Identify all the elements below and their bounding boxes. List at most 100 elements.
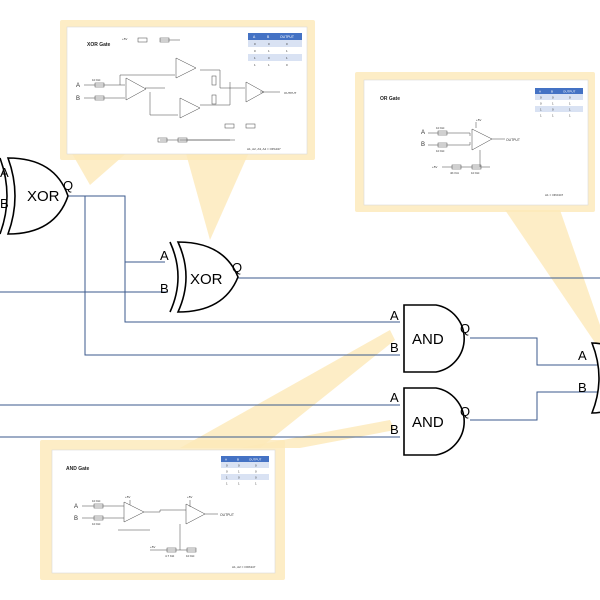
or-resistor-3 xyxy=(451,164,462,170)
wire-xor1-q xyxy=(68,195,165,263)
or-cell: 1 xyxy=(569,114,571,118)
xor-resistor xyxy=(94,82,105,88)
xor-input-b: B xyxy=(76,96,80,102)
xor-resistor xyxy=(177,137,188,143)
xor-table-header-a: A xyxy=(253,35,256,39)
xor-resistor xyxy=(157,137,168,143)
or-cell: 1 xyxy=(552,102,554,106)
xor-gate-2-pin-a: A xyxy=(160,248,169,263)
xor-gate-1: A B XOR Q xyxy=(0,157,73,235)
and-r3-label: 4.7 KΩ xyxy=(165,554,175,558)
or-input-b: B xyxy=(421,142,425,148)
and-gate-1-label: AND xyxy=(412,331,444,348)
and-cell: 1 xyxy=(226,482,228,486)
xor-gate-2: A B XOR Q xyxy=(160,241,242,313)
or-card-footer: A1 = OPA347 xyxy=(545,193,564,197)
and-cell: 0 xyxy=(238,464,240,468)
or-schematic-wires xyxy=(428,122,505,168)
xor-gate-2-body xyxy=(176,241,239,313)
or-cell: 1 xyxy=(540,114,542,118)
xor-gate-2-label: XOR xyxy=(190,271,223,288)
and-truth-table: A B OUTPUT 0 0 0 0 1 0 1 0 0 1 1 1 xyxy=(221,456,269,486)
wire-and2-q xyxy=(470,391,600,421)
or-r3-label: 4K KΩ xyxy=(450,171,460,175)
and-table-header-b: B xyxy=(237,458,239,462)
and-cell: 1 xyxy=(226,476,228,480)
wire-xor1-q-to-and1 xyxy=(84,196,400,356)
xor-resistor xyxy=(211,75,217,86)
xor-resistor xyxy=(94,95,105,101)
xor-cell: 0 xyxy=(268,42,270,46)
and-gate-2-pin-b: B xyxy=(390,422,399,437)
xor-r-label: 10 KΩ xyxy=(92,78,101,82)
or-schematic: A B 10 KΩ 10 KΩ 4K KΩ 10 KΩ +5V +5V OUTP… xyxy=(421,118,520,175)
or-r2-label: 10 KΩ xyxy=(436,149,445,153)
and-table-row-2-bg xyxy=(221,468,269,474)
or-gate-1-pin-b: B xyxy=(578,380,587,395)
and-cell: 0 xyxy=(255,476,257,480)
or-vcc-label: +5V xyxy=(476,118,481,122)
xor-gate-1-pin-q: Q xyxy=(63,178,73,193)
and-cell: 0 xyxy=(255,464,257,468)
xor-resistor xyxy=(245,123,256,129)
and-vcc-label: +5V xyxy=(125,495,130,499)
or-opamp-a1 xyxy=(471,128,493,151)
xor-schematic-wires xyxy=(84,39,280,141)
xor-cell: 0 xyxy=(286,63,288,67)
wires xyxy=(0,195,600,438)
xor-table-header-bg xyxy=(248,33,302,40)
or-gate-1-pin-a: A xyxy=(578,348,587,363)
xor-callout-pointer-2 xyxy=(185,150,250,240)
or-r1-label: 10 KΩ xyxy=(436,126,445,130)
xor-gate-1-pin-a: A xyxy=(0,165,9,180)
or-gate-1-body xyxy=(590,342,600,414)
and-table-header-a: A xyxy=(225,458,227,462)
or-input-a: A xyxy=(421,130,425,136)
or-cell: 0 xyxy=(552,108,554,112)
xor-cell: 1 xyxy=(286,49,288,53)
or-cell: 0 xyxy=(540,102,542,106)
or-table-header-bg xyxy=(535,88,583,94)
and-cell: 1 xyxy=(238,482,240,486)
xor-table-row-2-bg xyxy=(248,47,302,54)
xor-gate-1-body xyxy=(6,157,69,235)
or-table-row-2-bg xyxy=(535,100,583,106)
or-cell: 0 xyxy=(569,96,571,100)
xor-cell: 1 xyxy=(254,56,256,60)
or-table-header-output: OUTPUT xyxy=(563,90,576,94)
or-callout-pointer xyxy=(505,210,600,350)
or-cell: 1 xyxy=(569,108,571,112)
or-cell: 0 xyxy=(540,96,542,100)
xor-opamp-a3 xyxy=(179,97,201,119)
and-table-row-3-bg xyxy=(221,474,269,480)
wire-xor1-branch xyxy=(124,262,400,323)
or-card-title: OR Gate xyxy=(380,96,400,102)
and-input-a: A xyxy=(74,504,78,510)
and-vcc-label-3: +5V xyxy=(150,545,155,549)
xor-cell: 1 xyxy=(286,56,288,60)
xor-gate-2-pin-q: Q xyxy=(232,260,242,275)
and-gate-1-pin-a: A xyxy=(390,308,399,323)
wire-and1-q xyxy=(470,337,600,366)
and-gate-1-pin-b: B xyxy=(390,340,399,355)
xor-opamp-a4 xyxy=(245,81,265,103)
or-cell: 1 xyxy=(569,102,571,106)
xor-vcc-label: +5V xyxy=(122,37,127,41)
and-cell: 0 xyxy=(238,476,240,480)
or-table-row-1-bg xyxy=(535,94,583,100)
and-output-label: OUTPUT xyxy=(220,513,234,517)
or-vcc-label-2: +5V xyxy=(432,165,437,169)
xor-card-footer: A1, A2, A3, A4 = OPA347 xyxy=(247,147,281,151)
or-cell: 1 xyxy=(552,114,554,118)
or-cell: 0 xyxy=(552,96,554,100)
xor-gate-2-pin-b: B xyxy=(160,281,169,296)
and-r2-label: 10 KΩ xyxy=(92,522,101,526)
xor-card-title: XOR Gate xyxy=(87,42,111,48)
xor-truth-table: A B OUTPUT 0 0 0 0 1 1 1 0 1 1 1 0 xyxy=(248,33,302,68)
and-cell: 0 xyxy=(226,464,228,468)
xor-table-row-1-bg xyxy=(248,40,302,47)
and-card: AND Gate A B OUTPUT 0 0 0 0 1 0 1 0 0 1 … xyxy=(51,449,276,574)
and-schematic: A B 10 KΩ 10 KΩ 4.7 KΩ 10 KΩ +5V +5V +5V… xyxy=(74,495,234,558)
xor-resistor xyxy=(137,37,148,43)
